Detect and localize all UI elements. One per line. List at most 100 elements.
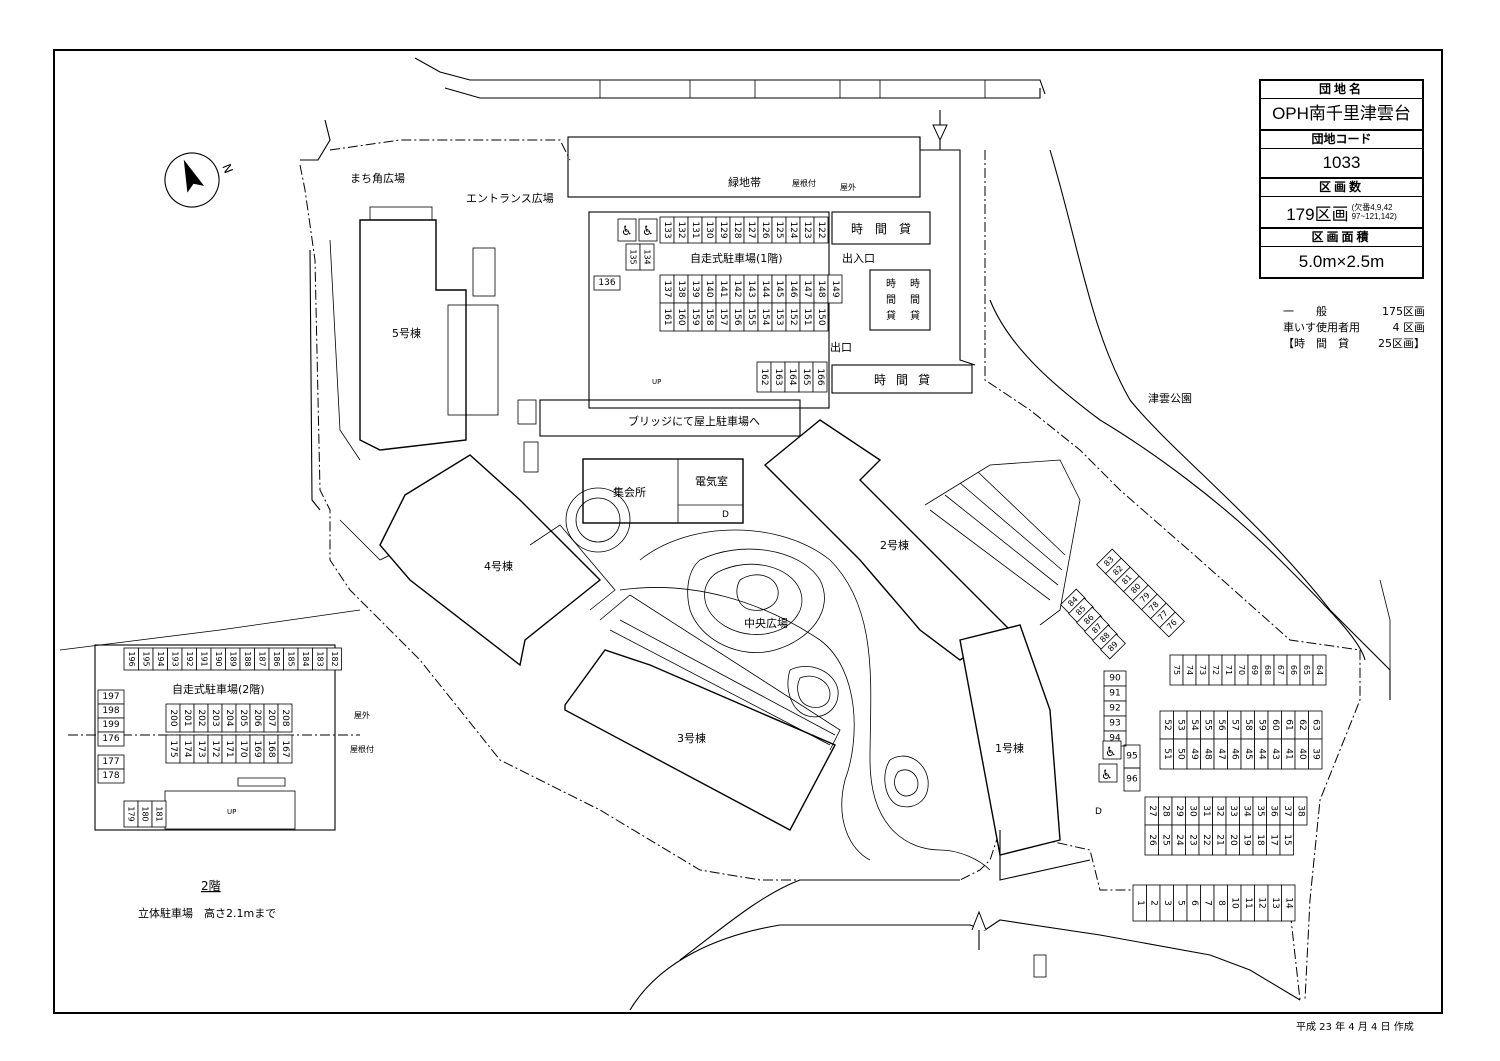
parking-stall: 95 <box>1123 744 1141 769</box>
parking-stall: 123 <box>799 216 815 244</box>
stall-number: 130 <box>704 221 714 238</box>
label-parking-2f: 自走式駐車場(2階) <box>172 682 265 696</box>
parking-stall: 202 <box>193 703 209 733</box>
label-up: UP <box>652 378 661 386</box>
stall-number: 75 <box>1172 665 1181 675</box>
upper-floor-plan <box>94 644 336 831</box>
parking-stall: 6 <box>1186 884 1201 922</box>
stall-number: 45 <box>1243 748 1253 759</box>
stall-number: 193 <box>170 651 179 666</box>
stall-number: 182 <box>330 651 339 666</box>
stall-number: 126 <box>760 221 770 238</box>
parking-stall: 31 <box>1198 796 1213 826</box>
stall-number: 47 <box>1216 748 1226 759</box>
parking-stall: 195 <box>138 647 154 671</box>
stall-number: 192 <box>185 651 194 666</box>
site-boundary-east <box>984 150 1361 1001</box>
parking-stall: 124 <box>785 216 801 244</box>
stall-number: 206 <box>252 709 262 726</box>
parking-stall: 159 <box>687 302 703 332</box>
parking-stall: 12 <box>1254 884 1269 922</box>
parking-stall: 204 <box>221 703 237 733</box>
stall-number: 194 <box>156 651 165 666</box>
stall-number: 37 <box>1282 805 1292 816</box>
parking-stall: 48 <box>1200 738 1215 770</box>
stall-number: 57 <box>1229 719 1239 730</box>
parking-stall: 131 <box>687 216 703 244</box>
stall-number: 201 <box>182 709 192 726</box>
parking-stall: 205 <box>235 703 251 733</box>
stall-number: 19 <box>1241 834 1251 846</box>
label-exit: 出口 <box>830 340 852 354</box>
parking-stall: 196 <box>123 647 139 671</box>
parking-stall: 142 <box>729 274 745 304</box>
label-central-plaza: 中央広場 <box>744 617 788 630</box>
stall-number: 188 <box>243 651 252 666</box>
stall-number: 174 <box>182 740 192 757</box>
label-building-1: 1号棟 <box>995 741 1024 755</box>
stall-number: 176 <box>102 734 119 744</box>
stall-number: 62 <box>1297 719 1307 730</box>
parking-stall: 169 <box>249 734 265 764</box>
parking-stall: 23 <box>1185 824 1200 856</box>
parking-stall: 79 <box>1132 584 1158 611</box>
stall-number: 93 <box>1109 719 1120 729</box>
stall-number: 127 <box>746 221 756 238</box>
stall-number: 17 <box>1268 834 1278 845</box>
parking-stall: 207 <box>263 703 279 733</box>
parking-stall: 151 <box>799 302 815 332</box>
parking-stall: 199 <box>97 717 125 733</box>
stall-number: 146 <box>788 280 798 297</box>
parking-stall: 55 <box>1200 710 1215 740</box>
stall-number: 13 <box>1270 897 1280 908</box>
road-east-edge <box>919 137 976 366</box>
parking-stall: 184 <box>297 647 313 671</box>
plot-area-header: 区画面積 <box>1261 229 1422 247</box>
parking-stall: 51 <box>1159 738 1174 770</box>
parking-stall: 8 <box>1213 884 1228 922</box>
stall-number: 173 <box>196 740 206 757</box>
wheelchair-icon: ♿ ♿ ♿ ♿ <box>617 218 1122 783</box>
stall-number: 150 <box>816 308 826 325</box>
stall-number: 39 <box>1310 748 1320 760</box>
parking-stall: 41 <box>1281 738 1296 770</box>
west-slope <box>309 249 321 511</box>
stall-number: 69 <box>1250 665 1259 675</box>
stall-number: 129 <box>718 221 728 238</box>
parking-stall: 173 <box>193 734 209 764</box>
parking-stall: 3 <box>1159 884 1174 922</box>
stall-number: 166 <box>815 368 825 385</box>
stall-number: 25 <box>1160 834 1170 845</box>
stall-number: 190 <box>214 651 223 666</box>
parking-stall: 29 <box>1171 796 1186 826</box>
stall-number: 152 <box>788 308 798 325</box>
parking-stall: 161 <box>659 302 675 332</box>
stall-number: 96 <box>1126 775 1138 785</box>
top-road <box>414 57 1046 99</box>
parking-stall: 67 <box>1273 654 1288 686</box>
label-building-5: 5号棟 <box>392 326 421 340</box>
stall-number: 163 <box>773 368 783 385</box>
parking-stall: 182 <box>326 647 342 671</box>
parking-stall: 197 <box>97 689 125 705</box>
parking-stall: 190 <box>210 647 226 671</box>
parking-stall: 162 <box>756 361 772 393</box>
parking-stall: 137 <box>659 274 675 304</box>
stall-number: 55 <box>1202 719 1212 730</box>
parking-stall: 166 <box>812 361 828 393</box>
parking-stall: 38 <box>1293 796 1308 826</box>
stall-number: 56 <box>1216 719 1226 731</box>
plot-count: 179区画 <box>1286 204 1349 224</box>
label-building-2: 2号棟 <box>880 538 909 552</box>
parking-stall: 96 <box>1123 767 1141 792</box>
parking-stall: 143 <box>743 274 759 304</box>
stall-number: 12 <box>1256 897 1266 908</box>
stall-number: 33 <box>1228 805 1238 816</box>
parking-stall: 75 <box>1169 654 1184 686</box>
stall-number: 141 <box>718 280 728 297</box>
svg-text:♿: ♿ <box>621 224 633 239</box>
general-label: 一 般 <box>1283 305 1327 318</box>
parking-stall: 138 <box>673 274 689 304</box>
parking-stall: 11 <box>1240 884 1255 922</box>
parking-stall: 93 <box>1103 715 1127 732</box>
